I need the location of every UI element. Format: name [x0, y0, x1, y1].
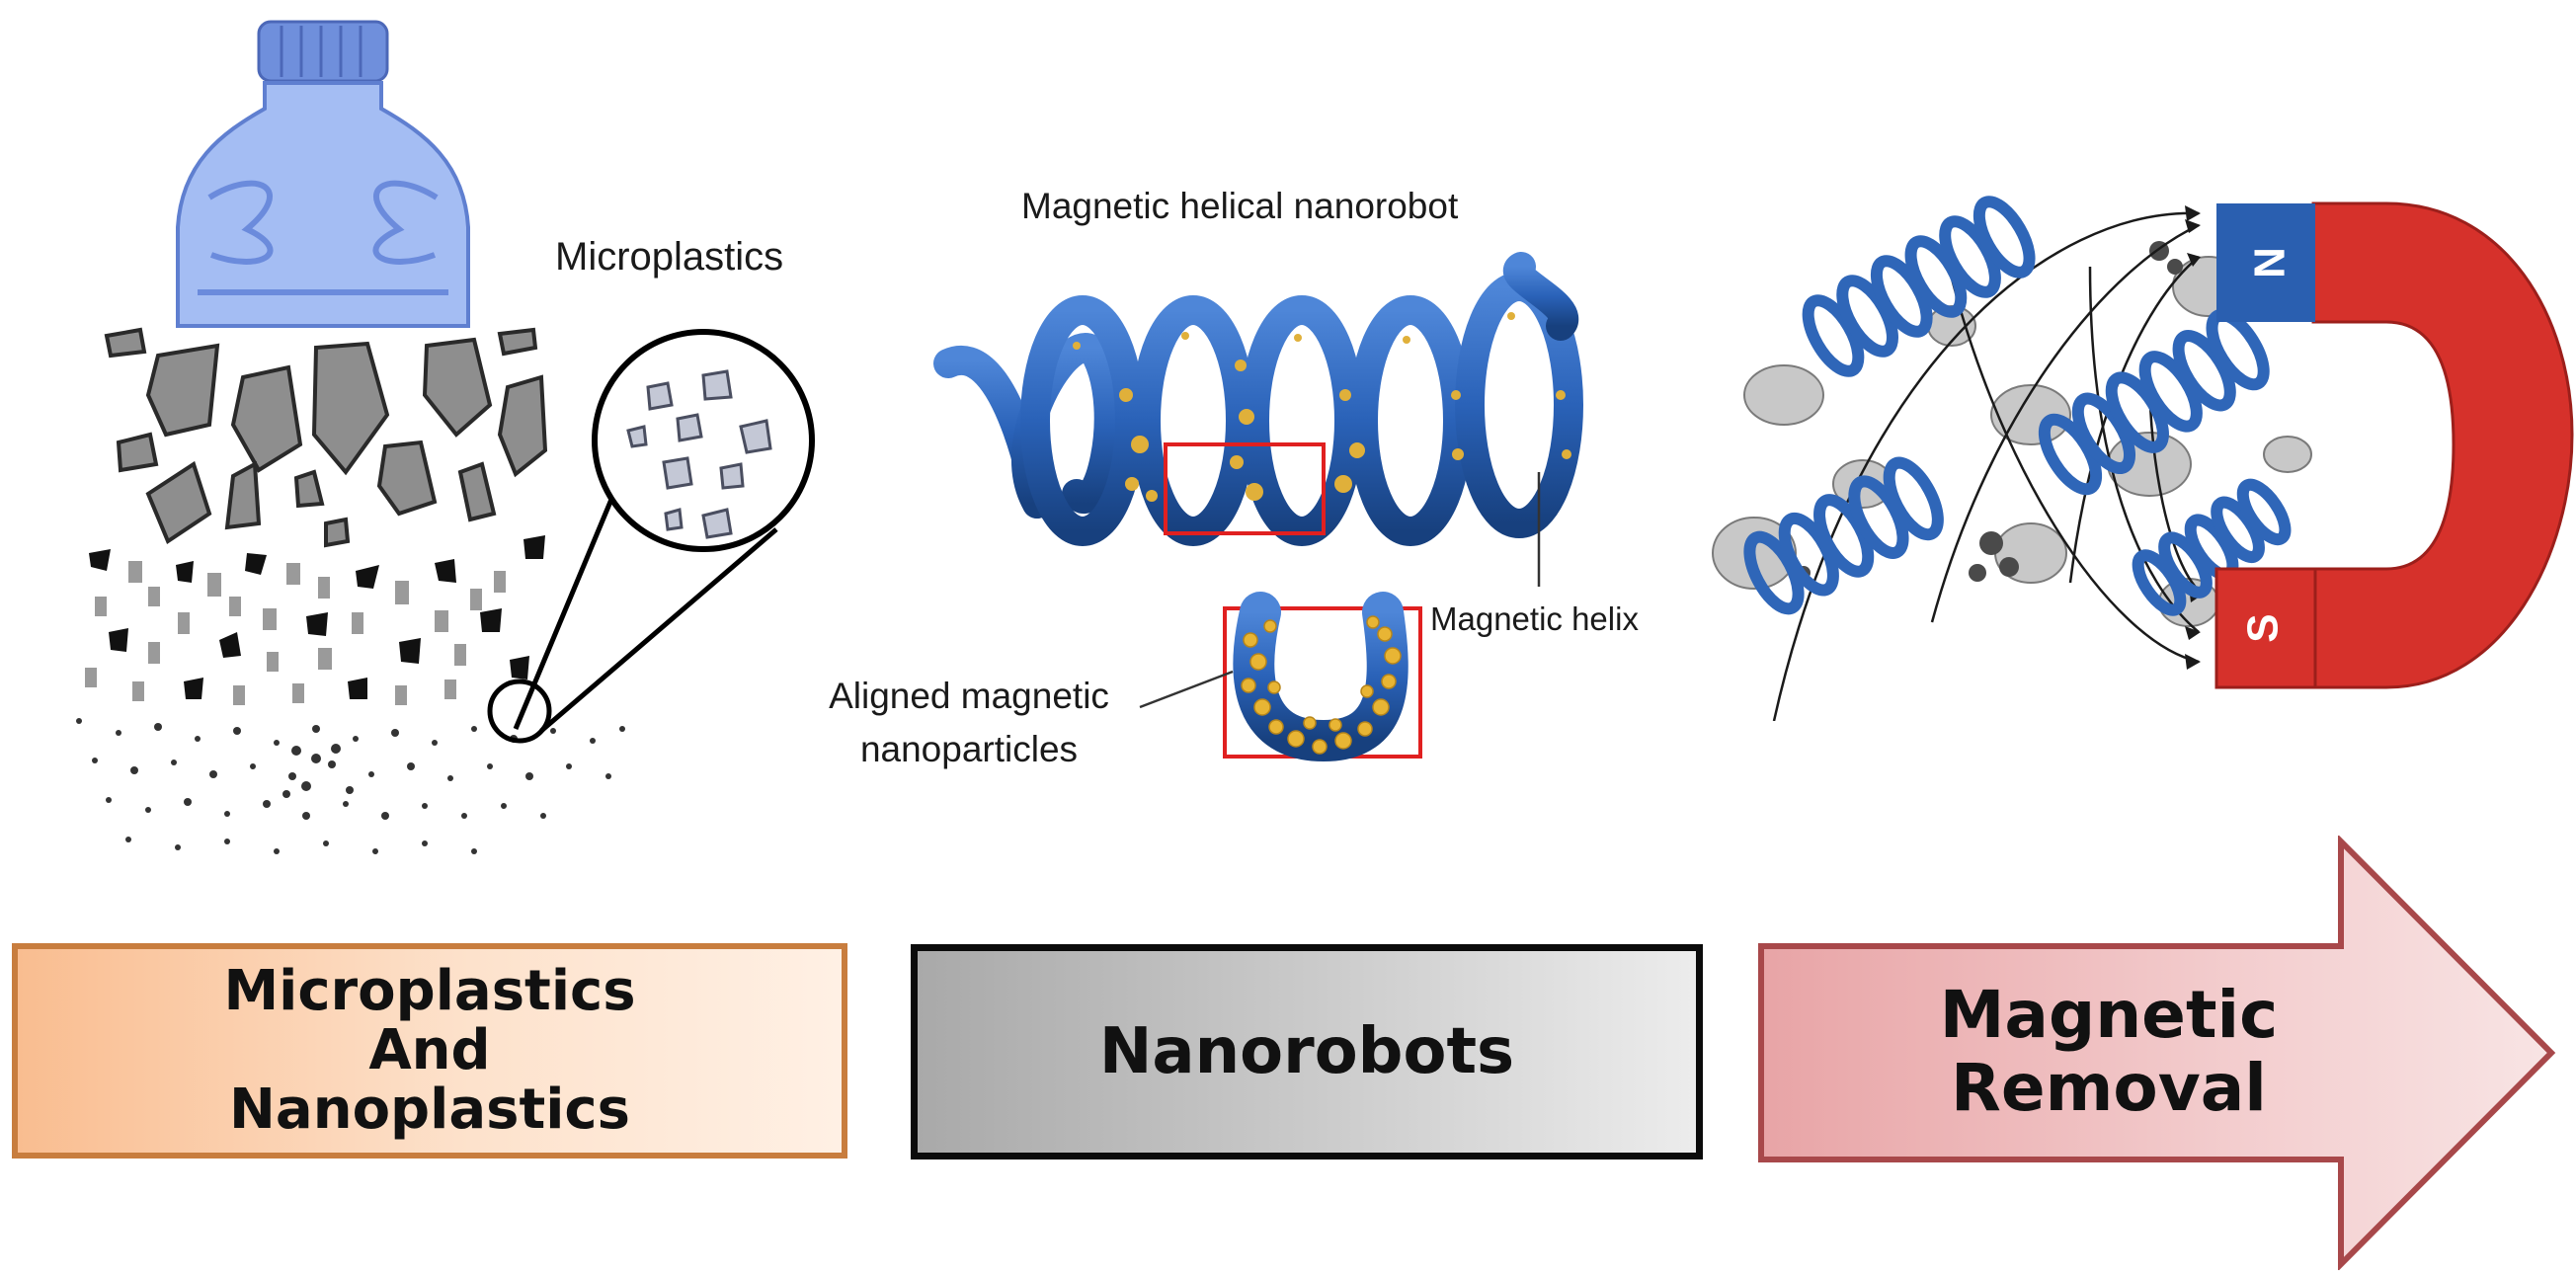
stage-magnetic-removal-label: Magnetic Removal	[1939, 977, 2279, 1126]
stage-microplastics-nanoplastics: Microplastics And Nanoplastics	[12, 943, 847, 1159]
nanorobot-swarm	[1743, 196, 2292, 616]
fine-particle-dust	[76, 718, 625, 854]
south-pole	[2214, 567, 2317, 689]
plastic-fragments	[104, 327, 548, 548]
nanorobot-title: Magnetic helical nanorobot	[1021, 186, 1459, 226]
horseshoe-magnet-icon: N S	[2214, 201, 2574, 689]
stage-microplastics-nanoplastics-label: Microplastics And Nanoplastics	[223, 959, 636, 1142]
zoomed-helix-segment	[1233, 592, 1409, 762]
magnetic-helix-label: Magnetic helix	[1430, 600, 1639, 637]
microplastics-illustration	[76, 20, 815, 854]
stage-nanorobots-label: Nanorobots	[1098, 1015, 1515, 1088]
nanoparticles-label: Aligned magnetic nanoparticles	[829, 676, 1109, 769]
helix-highlight-box	[1164, 442, 1326, 535]
stage-magnetic-removal-arrow	[1758, 836, 2556, 1270]
north-pole	[2216, 203, 2315, 322]
medium-fragments	[85, 535, 545, 705]
magnifier-icon	[487, 329, 815, 744]
south-label: S	[2239, 613, 2288, 642]
plastic-bottle-icon	[176, 20, 470, 328]
north-label: N	[2244, 247, 2293, 279]
stage-nanorobots: Nanorobots	[911, 944, 1703, 1159]
microplastics-label: Microplastics	[555, 235, 784, 279]
helix-nanoparticles	[1073, 312, 1571, 502]
helical-nanorobot-illustration	[933, 252, 1583, 762]
magnet-illustration: N S	[1712, 196, 2574, 721]
